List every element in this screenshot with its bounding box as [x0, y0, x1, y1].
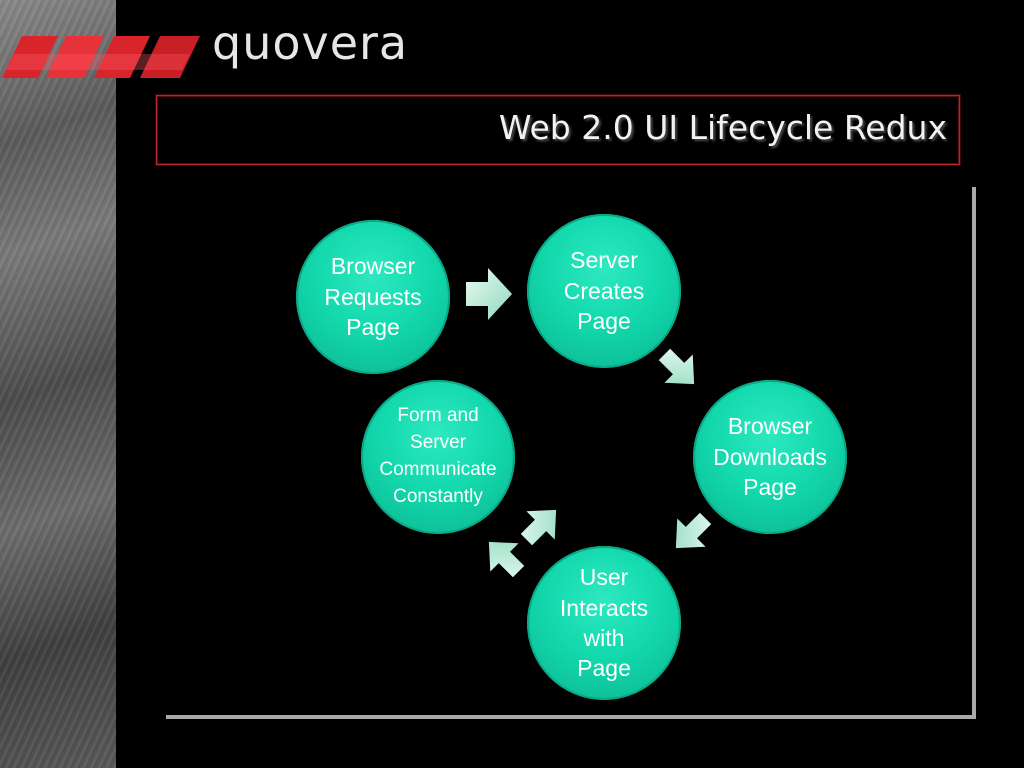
arrow-down-left-icon — [675, 512, 712, 549]
left-texture-panel — [0, 0, 116, 768]
arrow-down-right-icon — [658, 348, 695, 385]
node-browser-requests-page: Browser Requests Page — [296, 220, 450, 374]
arrow-up-left-icon — [488, 541, 525, 578]
node-label: Server Creates Page — [563, 247, 645, 335]
brand-logo: quovera — [212, 16, 409, 70]
slide-title: Web 2.0 UI Lifecycle Redux — [498, 108, 947, 147]
arrow-right-icon — [466, 268, 512, 320]
node-form-and-server-communicate: Form and Server Communicate Constantly — [361, 380, 515, 534]
node-label: User Interacts with Page — [559, 564, 649, 682]
node-label: Browser Downloads Page — [713, 413, 827, 501]
node-server-creates-page: Server Creates Page — [527, 214, 681, 368]
logo-stripes-graphic — [2, 36, 200, 78]
arrow-up-right-icon — [520, 509, 557, 546]
diagram-frame — [166, 187, 976, 719]
title-box: Web 2.0 UI Lifecycle Redux — [156, 95, 960, 165]
node-label: Browser Requests Page — [324, 253, 422, 341]
node-browser-downloads-page: Browser Downloads Page — [693, 380, 847, 534]
node-label: Form and Server Communicate Constantly — [379, 405, 497, 507]
node-user-interacts-with-page: User Interacts with Page — [527, 546, 681, 700]
